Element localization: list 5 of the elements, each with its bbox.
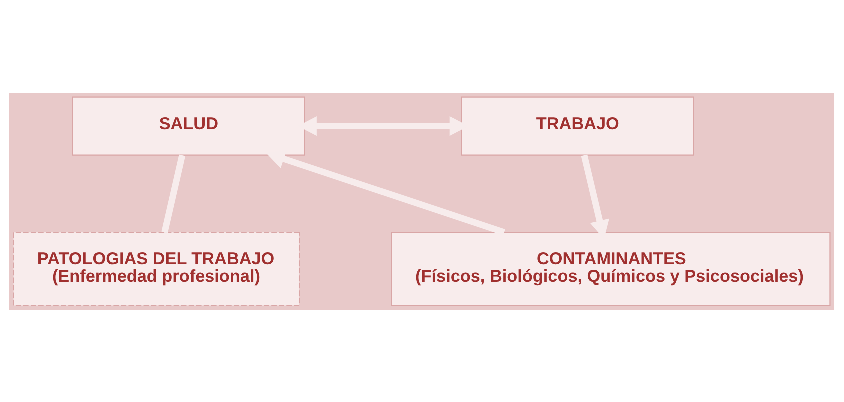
connector — [162, 154, 186, 233]
node-box: SALUD — [72, 96, 306, 156]
node-box: CONTAMINANTES (Físicos, Biológicos, Químicos y Psicosociales) — [391, 232, 831, 306]
node-box: PATOLOGIAS DEL TRABAJO (Enfermedad profesional) — [13, 232, 300, 306]
node-box: TRABAJO — [461, 96, 694, 156]
